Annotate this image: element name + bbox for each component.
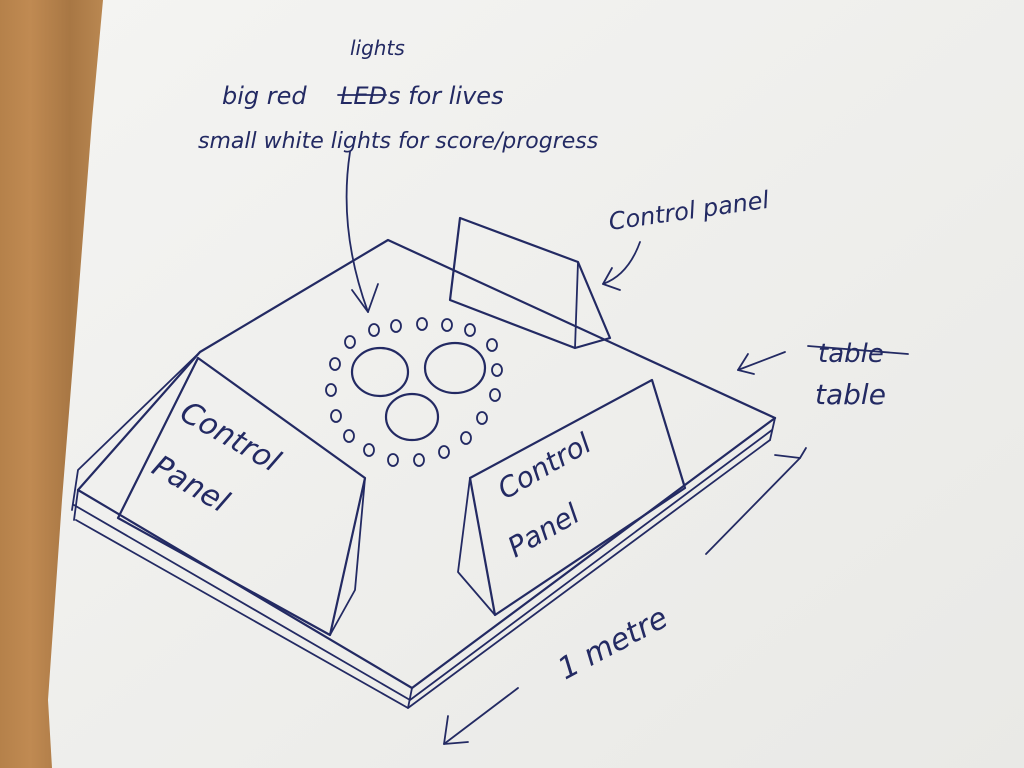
label-lights: lights	[350, 36, 405, 60]
label-led-struck: LED	[340, 82, 387, 110]
label-for-lives: s for lives	[388, 82, 504, 110]
label-small-white: small white lights for score/progress	[198, 129, 598, 154]
label-table-struck: table	[818, 339, 884, 369]
label-table: table	[815, 378, 886, 411]
label-big-red: big red	[222, 82, 307, 110]
